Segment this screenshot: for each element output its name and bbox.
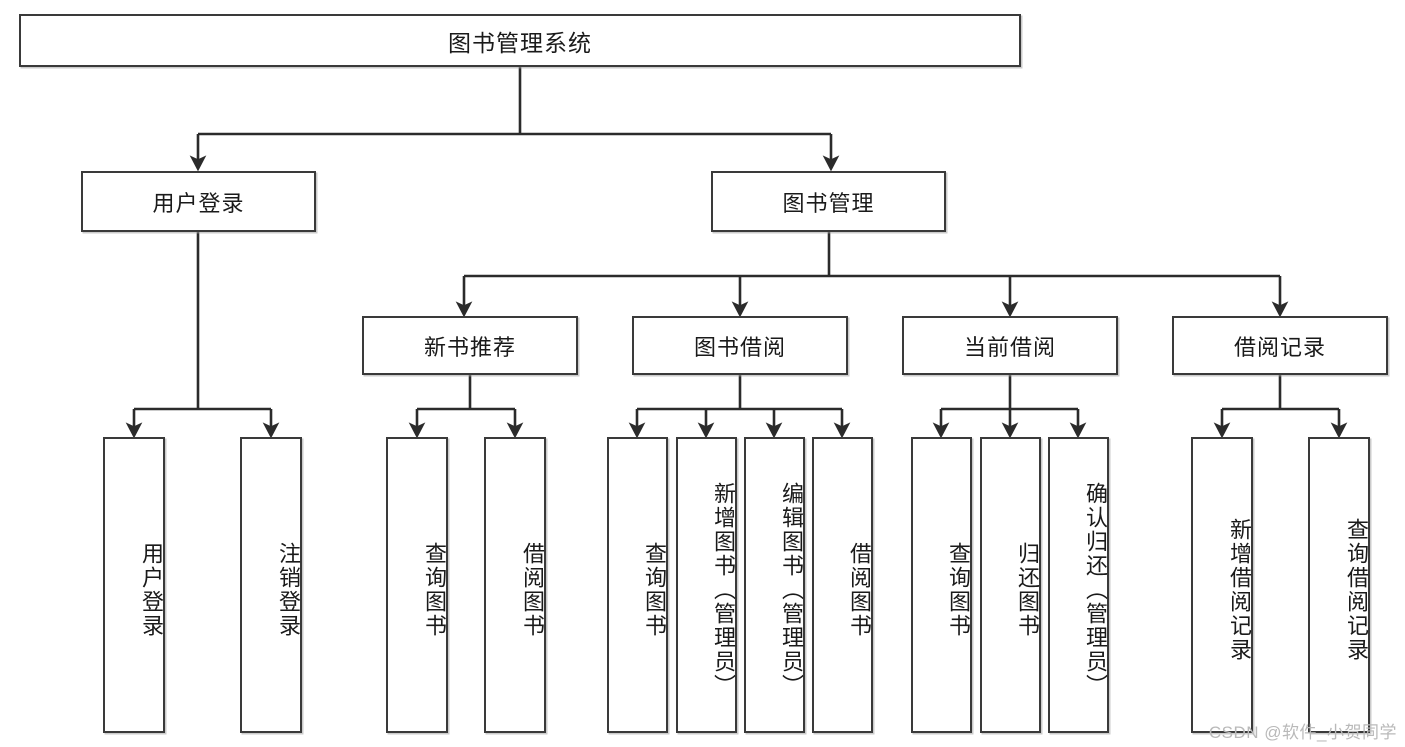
- leaf-recommend-borrow-book[interactable]: 借阅图书: [484, 437, 546, 733]
- leaf-user-login-logout[interactable]: 注销登录: [240, 437, 302, 733]
- leaf-record-query-record[interactable]: 查询借阅记录: [1308, 437, 1370, 733]
- leaf-borrow-edit-book-admin[interactable]: 编辑图书（管理员）: [744, 437, 805, 733]
- leaf-current-confirm-return-admin[interactable]: 确认归还（管理员）: [1048, 437, 1109, 733]
- node-book-management[interactable]: 图书管理: [711, 171, 946, 232]
- csdn-watermark: CSDN @软件_小贺同学: [1208, 723, 1397, 742]
- node-user-login[interactable]: 用户登录: [81, 171, 316, 232]
- leaf-record-add-record[interactable]: 新增借阅记录: [1191, 437, 1253, 733]
- node-current-borrow[interactable]: 当前借阅: [902, 316, 1118, 375]
- leaf-borrow-borrow-book[interactable]: 借阅图书: [812, 437, 873, 733]
- node-new-book-recommend[interactable]: 新书推荐: [362, 316, 578, 375]
- leaf-borrow-query-book[interactable]: 查询图书: [607, 437, 668, 733]
- node-root-system[interactable]: 图书管理系统: [19, 14, 1021, 67]
- node-book-borrow[interactable]: 图书借阅: [632, 316, 848, 375]
- leaf-recommend-query-book[interactable]: 查询图书: [386, 437, 448, 733]
- leaf-current-query-book[interactable]: 查询图书: [911, 437, 972, 733]
- leaf-current-return-book[interactable]: 归还图书: [980, 437, 1041, 733]
- leaf-borrow-add-book-admin[interactable]: 新增图书（管理员）: [676, 437, 737, 733]
- node-borrow-record[interactable]: 借阅记录: [1172, 316, 1388, 375]
- leaf-user-login-login[interactable]: 用户登录: [103, 437, 165, 733]
